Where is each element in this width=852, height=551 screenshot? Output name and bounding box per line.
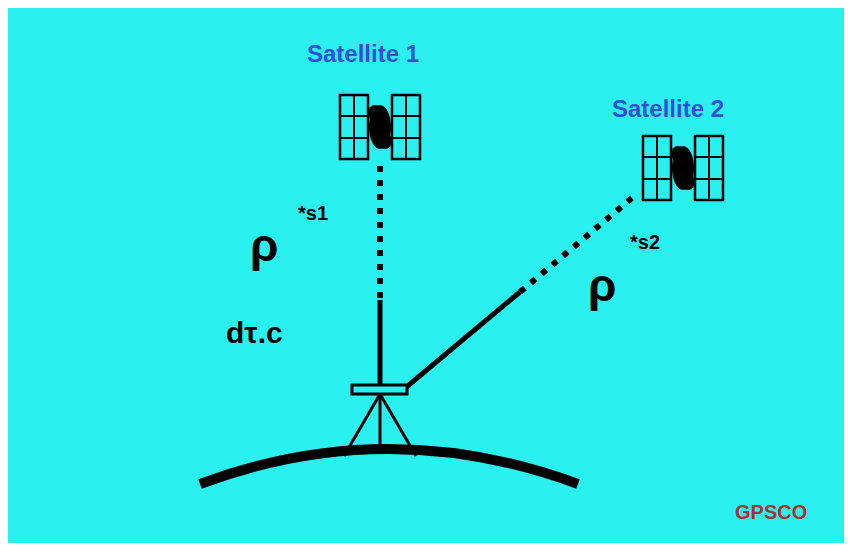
satellite-name: Satellite 2 — [612, 97, 724, 121]
satellite-icon — [643, 136, 723, 200]
range-superscript: *s2 — [630, 232, 660, 252]
signal-dotted — [377, 166, 383, 300]
clock-offset-line — [378, 300, 383, 388]
satellite-name: Satellite 1 — [307, 42, 419, 66]
earth-surface — [200, 449, 578, 484]
tripod-leg — [379, 394, 382, 446]
background — [8, 8, 844, 543]
clock-term: dτ.c — [226, 318, 283, 348]
receiver-antenna — [352, 385, 407, 394]
range-symbol: ρ — [588, 262, 616, 308]
satellite-icon — [340, 95, 420, 159]
range-superscript: *s1 — [298, 203, 328, 223]
watermark: GPSCO — [735, 502, 807, 522]
range-symbol: ρ — [250, 222, 278, 268]
clock-offset-line — [404, 292, 520, 389]
